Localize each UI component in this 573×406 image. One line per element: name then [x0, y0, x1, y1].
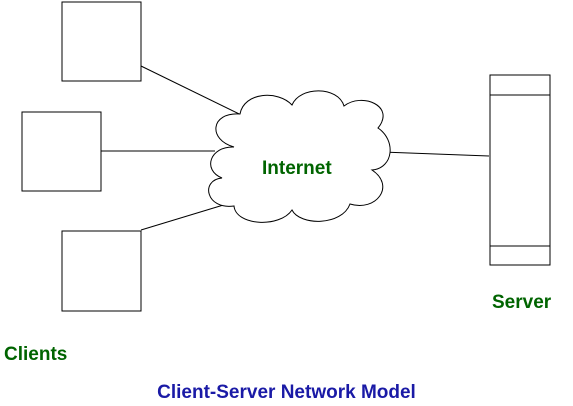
link-internet-server [381, 151, 490, 157]
internet-label: Internet [262, 158, 332, 179]
clients-label: Clients [4, 344, 68, 365]
server-tower [489, 74, 551, 266]
client-box-1 [61, 1, 142, 82]
internet-cloud [208, 90, 391, 223]
diagram-title: Client-Server Network Model [157, 382, 416, 403]
client-box-2 [21, 111, 102, 192]
client-box-3 [61, 230, 142, 312]
server-label: Server [492, 292, 552, 313]
link-client-3-internet [140, 202, 231, 231]
